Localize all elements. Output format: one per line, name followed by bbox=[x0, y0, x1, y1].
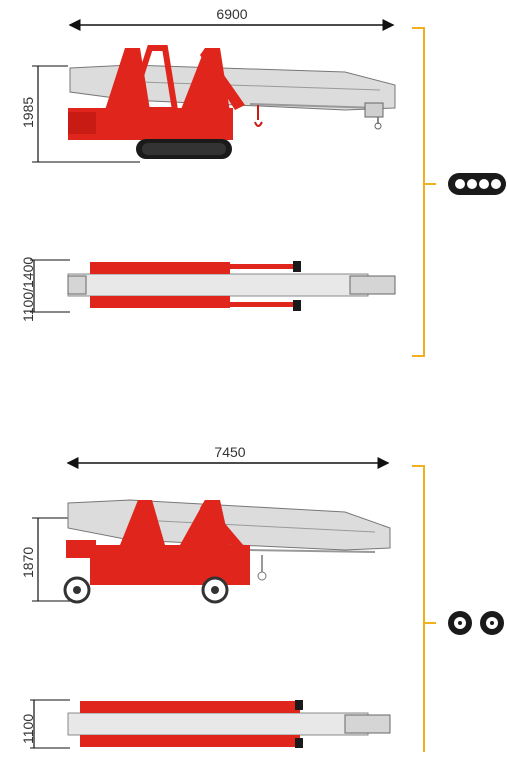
wheels-icon bbox=[448, 611, 504, 635]
crawler-bracket bbox=[412, 27, 436, 357]
wheeled-length-label: 7450 bbox=[214, 444, 246, 460]
crawler-top-view bbox=[30, 259, 396, 313]
wheeled-top-view bbox=[30, 699, 391, 749]
crawler-side-view bbox=[68, 45, 396, 159]
crawler-track-icon bbox=[448, 173, 506, 195]
crawler-length-label: 6900 bbox=[216, 6, 248, 22]
crawler-height-dimension bbox=[32, 65, 140, 163]
crawler-height-label: 1985 bbox=[20, 96, 36, 128]
wheeled-side-view bbox=[63, 499, 391, 604]
wheeled-bracket bbox=[412, 465, 436, 752]
wheeled-height-label: 1870 bbox=[20, 546, 36, 578]
wheeled-width-label: 1100 bbox=[20, 713, 36, 744]
crawler-width-label: 1100/1400 bbox=[20, 256, 36, 322]
